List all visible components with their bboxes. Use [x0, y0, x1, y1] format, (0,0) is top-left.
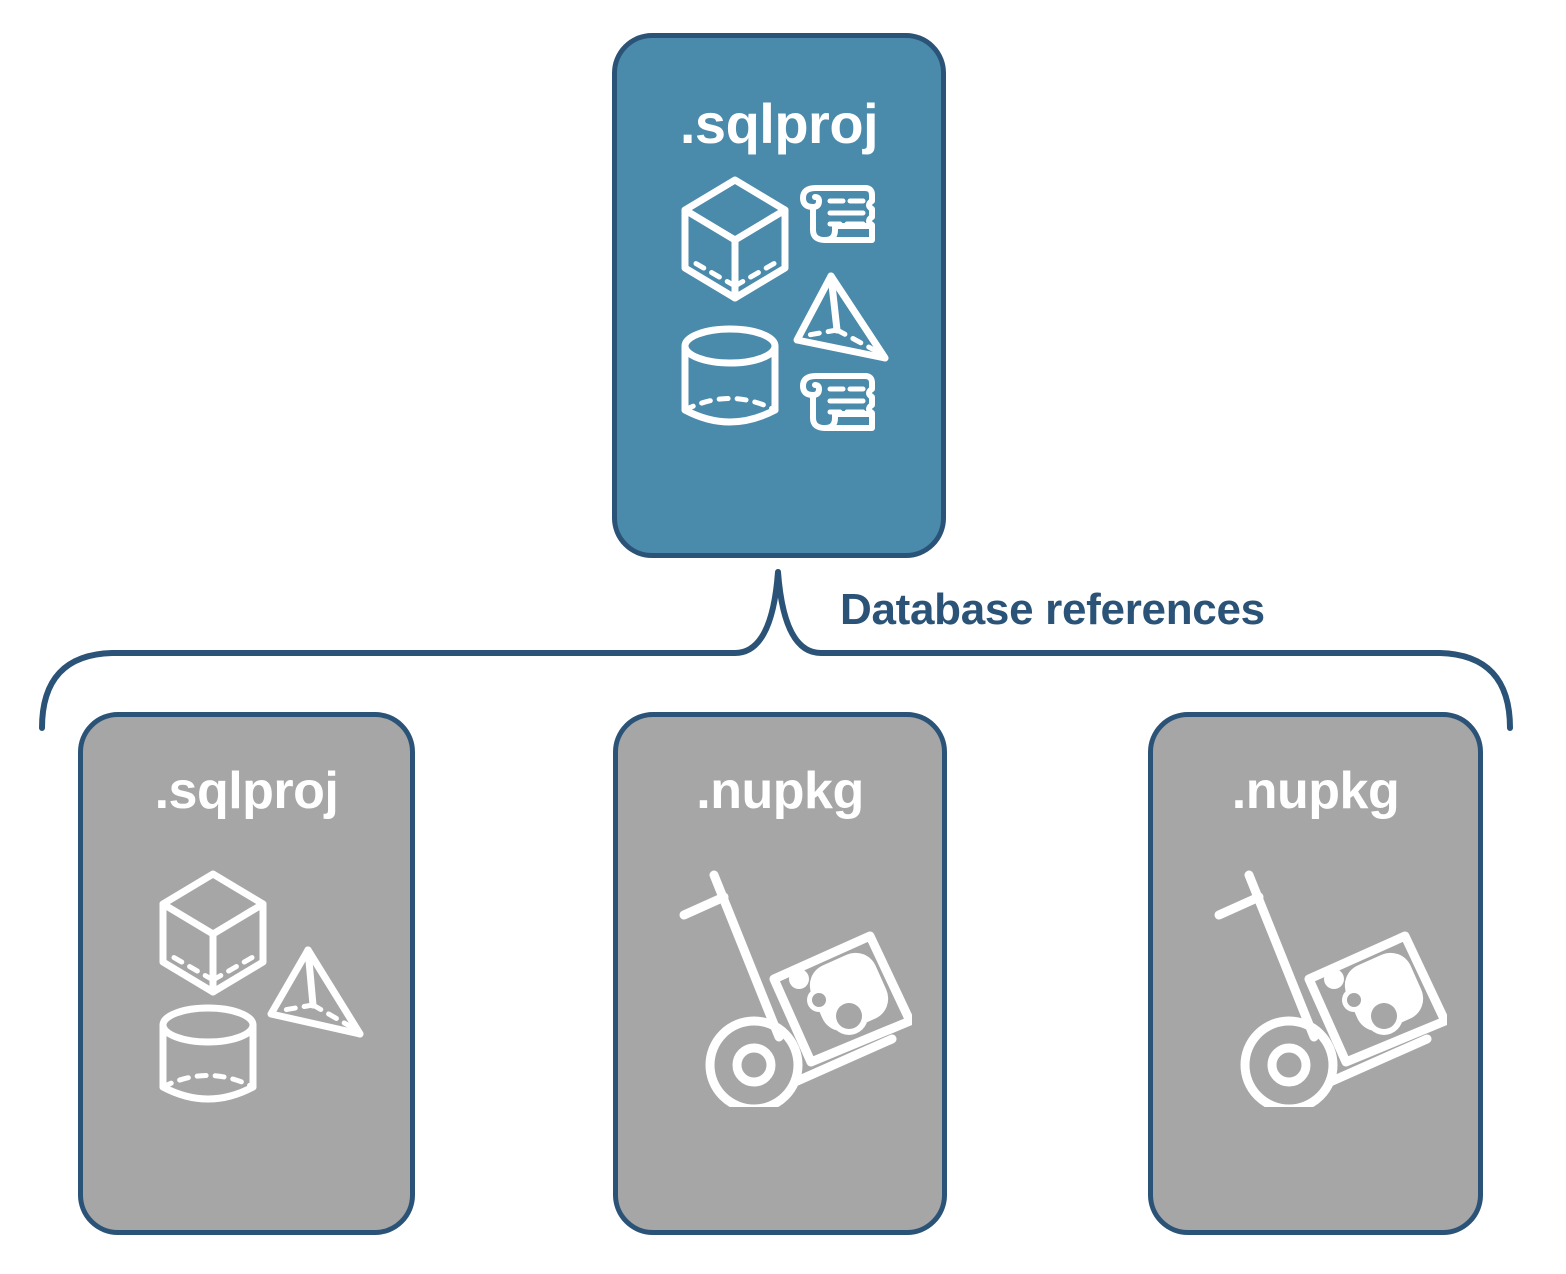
reference-card-sqlproj[interactable]: .sqlproj [78, 712, 415, 1235]
nuget-package-icon [679, 870, 912, 1107]
scroll-icon [800, 373, 875, 431]
pyramid-icon [793, 272, 889, 362]
database-objects-icon-group [681, 176, 889, 431]
reference-card-nupkg-1[interactable]: .nupkg [613, 712, 947, 1235]
cube-icon [681, 176, 789, 302]
nuget-package-icon [1214, 870, 1447, 1107]
reference-card-title: .nupkg [696, 762, 864, 820]
cylinder-icon [681, 325, 779, 426]
root-card-title: .sqlproj [679, 92, 879, 155]
reference-card-title: .sqlproj [154, 762, 339, 820]
root-card-sqlproj[interactable]: .sqlproj [612, 33, 946, 558]
scroll-icon [800, 185, 875, 243]
reference-card-nupkg-2[interactable]: .nupkg [1148, 712, 1483, 1235]
pyramid-icon [267, 946, 364, 1038]
database-objects-icon-group [159, 870, 364, 1103]
reference-card-title: .nupkg [1231, 762, 1400, 820]
cube-icon [159, 870, 267, 996]
brace-label: Database references [840, 585, 1265, 634]
cylinder-icon [159, 1004, 257, 1103]
